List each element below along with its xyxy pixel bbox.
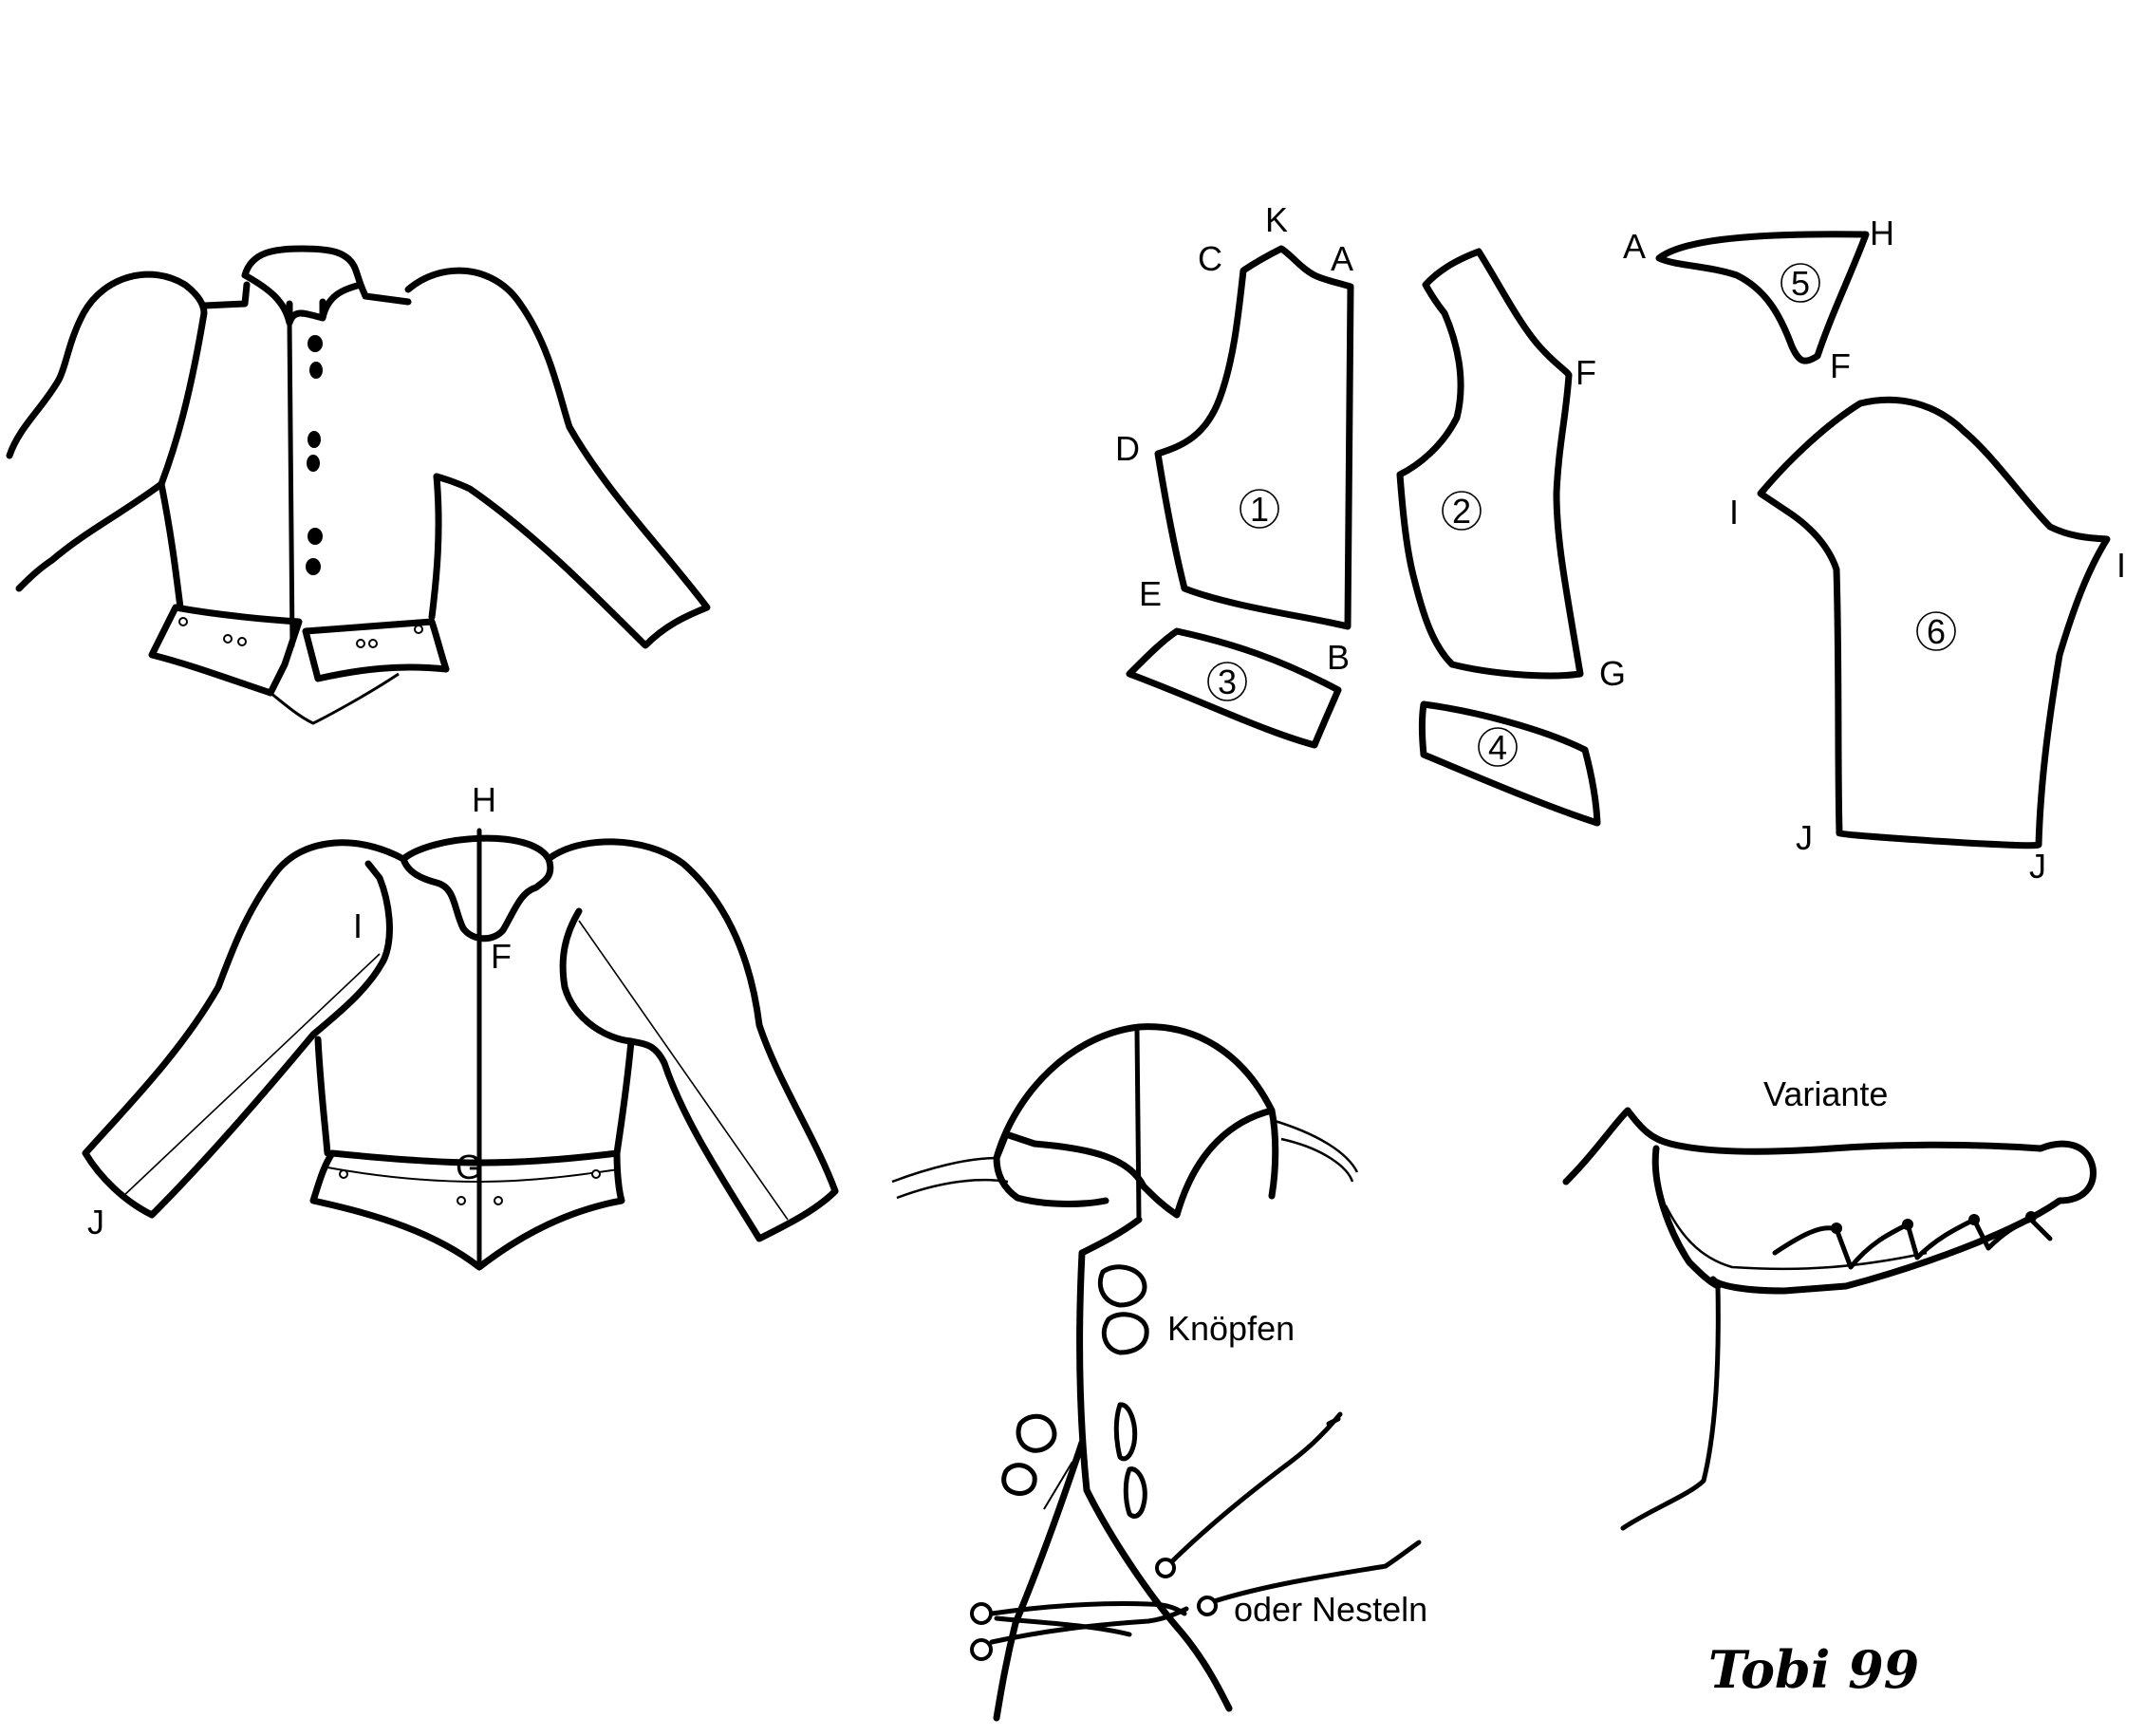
back-collar [400, 834, 554, 943]
piece-number-3: 3 [1218, 663, 1237, 701]
caption-points: oder Nesteln [1234, 1590, 1427, 1629]
detail-buttons [1001, 1264, 1149, 1519]
piece-3-tab [1126, 627, 1342, 749]
piece-number-6: 6 [1927, 612, 1946, 651]
front-collar [241, 245, 364, 327]
front-point [270, 672, 400, 725]
piece-2-back [1396, 248, 1584, 680]
piece-1-front [1154, 245, 1354, 630]
closure-detail: Knöpfen oder Nesteln [891, 1023, 1427, 1722]
piece-number-1: 1 [1250, 490, 1269, 529]
back-tabs [309, 1149, 625, 1271]
front-right-tab [302, 618, 450, 682]
svg-text:I: I [353, 906, 363, 945]
svg-text:H: H [1870, 214, 1894, 252]
front-right-sleeve [404, 267, 711, 649]
caption-variant: Variante [1763, 1074, 1888, 1113]
svg-text:J: J [2029, 847, 2046, 886]
caption-buttons: Knöpfen [1167, 1309, 1295, 1348]
svg-text:D: D [1115, 429, 1140, 468]
pattern-pieces [1126, 231, 2111, 849]
front-left-tab [148, 604, 303, 697]
front-closure-line [287, 320, 295, 648]
svg-text:G: G [456, 1148, 482, 1186]
piece-number-2: 2 [1452, 492, 1471, 531]
front-left-sleeve [6, 271, 208, 592]
svg-text:F: F [491, 937, 512, 976]
front-body [158, 281, 442, 621]
svg-text:K: K [1265, 200, 1288, 239]
piece-number-5: 5 [1791, 264, 1810, 303]
svg-text:H: H [472, 780, 496, 819]
svg-text:E: E [1139, 574, 1162, 613]
back-left-sleeve [82, 839, 407, 1219]
front-buttons [306, 335, 323, 575]
piece-6-sleeve [1757, 396, 2111, 849]
detail-shoulders [891, 1118, 1359, 1200]
svg-text:A: A [1623, 227, 1646, 266]
detail-front-edge [1076, 1216, 1233, 1712]
back-eyelets [339, 1169, 601, 1205]
piece-4-tab [1419, 700, 1601, 827]
svg-text:F: F [1575, 353, 1596, 392]
svg-text:I: I [1729, 493, 1739, 532]
pattern-point-labels: C K A D E B F G A H F I I J J [1115, 200, 2126, 886]
detail-collar [993, 1023, 1276, 1219]
piece-5-collar [1655, 231, 1870, 364]
piece-number-labels: 1 2 3 4 5 6 [1207, 263, 1956, 767]
front-eyelets [178, 617, 423, 648]
svg-text:I: I [2116, 546, 2126, 585]
artist-signature: Tobi 99 [1708, 1639, 1919, 1700]
svg-text:G: G [1599, 654, 1626, 693]
svg-text:A: A [1331, 239, 1353, 278]
variant-lacing [1772, 1217, 2053, 1270]
piece-number-4: 4 [1488, 728, 1507, 767]
svg-text:J: J [1796, 818, 1813, 857]
doublet-front-view [6, 245, 711, 725]
doublet-back-view [82, 828, 839, 1271]
svg-text:B: B [1327, 638, 1350, 677]
back-body [314, 1036, 635, 1157]
detail-points [970, 1411, 1422, 1661]
svg-text:C: C [1198, 239, 1222, 278]
variant-detail: Variante [1562, 1074, 2097, 1531]
back-view-point-labels: H I F G J [87, 780, 512, 1241]
svg-text:F: F [1830, 346, 1851, 385]
svg-text:J: J [87, 1203, 104, 1241]
back-right-sleeve [545, 838, 839, 1242]
